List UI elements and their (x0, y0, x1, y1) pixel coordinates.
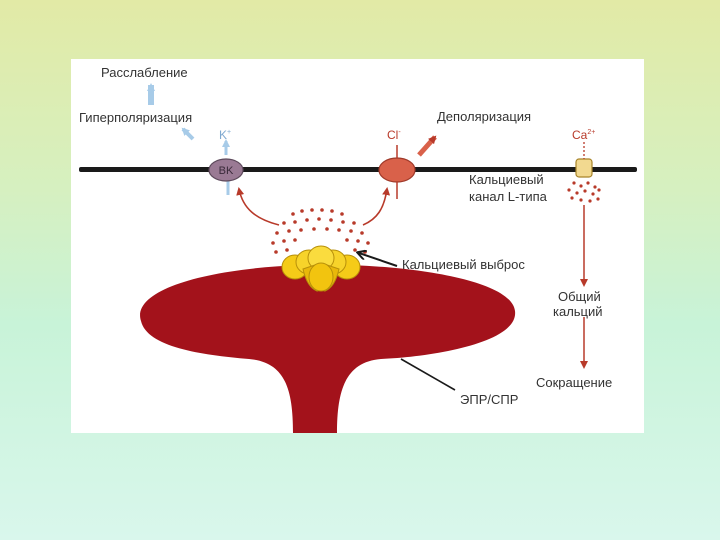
ryanodine-receptor-cluster (281, 245, 361, 292)
k-ion-label: K+ (219, 128, 231, 142)
cell-membrane (79, 167, 637, 172)
spark-to-cl-arrow (362, 187, 391, 226)
signaling-diagram: BK (79, 65, 637, 433)
ca-influx-dots (567, 181, 601, 203)
total-calcium-label-line1: Общий (558, 289, 601, 304)
bk-channel-label: BK (219, 165, 234, 177)
calcium-spark-label: Кальциевый выброс (402, 257, 525, 272)
cl-channel (378, 157, 416, 183)
l-type-channel-label-line1: Кальциевый (469, 172, 544, 187)
hyperpolarization-arrow (181, 127, 195, 141)
er-sr-label: ЭПР/СПР (460, 392, 518, 407)
hyperpolarization-label: Гиперполяризация (79, 110, 192, 125)
slide-panel: BK (71, 59, 644, 433)
l-type-channel (575, 158, 593, 178)
er-sr-reticulum (140, 264, 516, 433)
depolarization-label: Деполяризация (437, 109, 531, 124)
l-type-channel-label-line2: канал L-типа (469, 189, 548, 204)
er-sr-pointer-line (400, 358, 456, 391)
depolarization-arrow (417, 135, 437, 157)
spark-to-bk-arrow (236, 187, 280, 226)
contraction-label: Сокращение (536, 375, 612, 390)
relaxation-label: Расслабление (101, 65, 188, 80)
ca-ion-label: Ca2+ (572, 128, 595, 142)
bk-channel (208, 158, 244, 182)
spark-pointer-arrow (359, 253, 398, 267)
total-calcium-label-line2: кальций (553, 304, 603, 319)
cl-ion-label: Cl- (387, 128, 401, 142)
calcium-spark-dots (271, 208, 370, 254)
